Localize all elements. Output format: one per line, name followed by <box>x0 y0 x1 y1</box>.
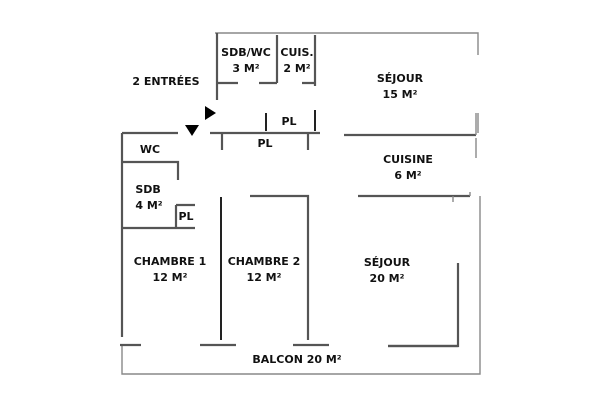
room-name: CUISINE <box>383 153 433 166</box>
room-wc: WC <box>140 142 160 158</box>
room-name: SDB <box>135 183 161 196</box>
room-area: 6 M² <box>394 169 422 182</box>
room-name: CHAMBRE 2 <box>227 255 301 268</box>
room-cuisine: CUISINE 6 M² <box>383 152 433 184</box>
room-area: 12 M² <box>152 271 188 284</box>
room-balcon: BALCON 20 M² <box>252 352 341 368</box>
entrance-arrow-right-icon <box>205 106 216 120</box>
closet-label: PL <box>257 137 273 150</box>
entrances-text: 2 ENTRÉES <box>132 75 200 88</box>
room-name: BALCON 20 M² <box>252 353 342 366</box>
room-area: 4 M² <box>135 199 163 212</box>
room-name: SÉJOUR <box>363 256 411 269</box>
room-area: 15 M² <box>382 88 418 101</box>
room-sejour-15: SÉJOUR 15 M² <box>377 71 423 103</box>
room-name: CHAMBRE 1 <box>133 255 207 268</box>
room-area: 3 M² <box>232 62 260 75</box>
room-name: SDB/WC <box>221 46 271 59</box>
room-chambre-2: CHAMBRE 2 12 M² <box>228 254 301 286</box>
room-sejour-20: SÉJOUR 20 M² <box>364 255 410 287</box>
room-name: SÉJOUR <box>376 72 424 85</box>
room-area: 20 M² <box>369 272 405 285</box>
room-name: WC <box>139 143 161 156</box>
closet-pl-sdb: PL <box>178 209 193 225</box>
closet-pl-top: PL <box>281 114 296 130</box>
closet-pl-hall: PL <box>257 136 272 152</box>
entrances-label: 2 ENTRÉES <box>132 74 199 90</box>
room-chambre-1: CHAMBRE 1 12 M² <box>134 254 207 286</box>
entrance-arrow-down-icon <box>185 125 199 136</box>
room-sdb: SDB 4 M² <box>135 182 162 214</box>
room-name: CUIS. <box>280 46 314 59</box>
room-area: 12 M² <box>246 271 282 284</box>
closet-label: PL <box>281 115 297 128</box>
room-cuis: CUIS. 2 M² <box>280 45 313 77</box>
room-sdb-wc: SDB/WC 3 M² <box>221 45 271 77</box>
room-area: 2 M² <box>283 62 311 75</box>
closet-label: PL <box>178 210 194 223</box>
